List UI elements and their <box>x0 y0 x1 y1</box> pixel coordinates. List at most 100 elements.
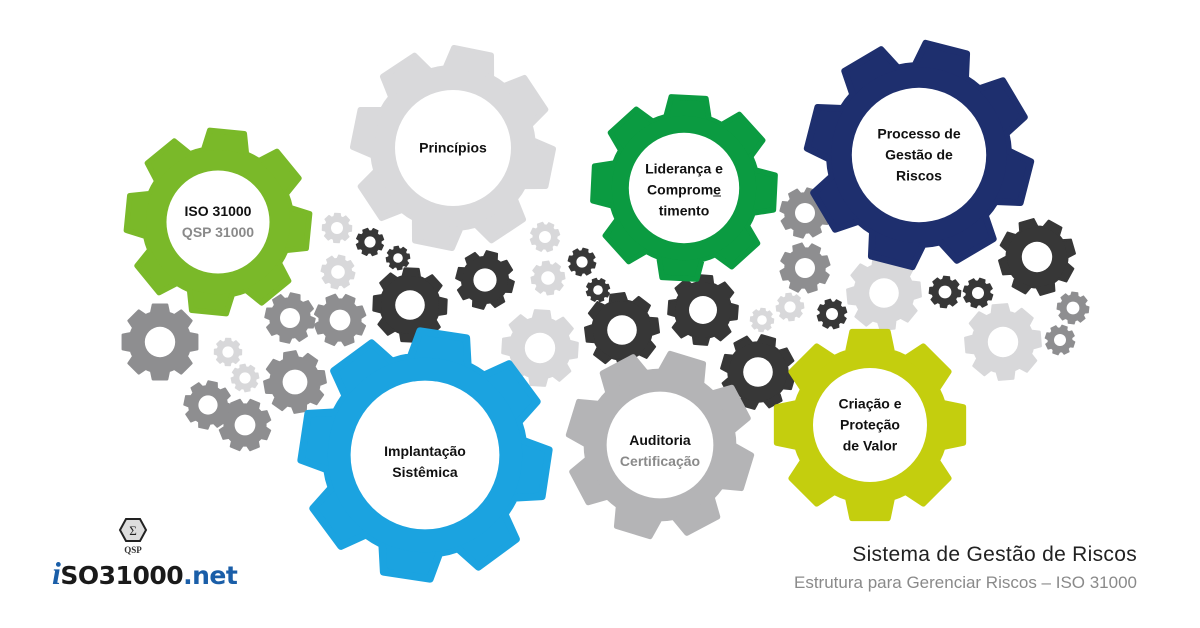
gear-criacao <box>773 328 967 522</box>
gear-label-processo: Processo de Gestão de Riscos <box>877 124 960 187</box>
footer-title: Sistema de Gestão de Riscos <box>852 543 1137 566</box>
gear-iso-31000 <box>123 127 313 317</box>
small-gear-icon <box>230 363 260 393</box>
small-gear-icon <box>263 350 327 414</box>
brand-net: .net <box>183 561 238 590</box>
gear-hole <box>393 253 403 263</box>
gear-label-iso: ISO 31000 QSP 31000 <box>182 201 254 243</box>
small-gear-icon <box>1056 291 1090 325</box>
iso31000-logo[interactable]: Σ QSP iSO31000.net <box>50 517 238 592</box>
gear-label-criacao: Criação e Proteção de Valor <box>838 394 901 457</box>
gear-hole <box>628 132 740 244</box>
small-gear-icon <box>816 298 848 330</box>
small-gear-icon <box>213 337 243 367</box>
small-gear-icon <box>355 227 385 257</box>
small-gear-icon <box>183 380 233 430</box>
gear-hole <box>606 391 714 499</box>
gear-hole <box>1054 334 1066 346</box>
gear-hole <box>938 285 952 299</box>
small-gear-icon <box>567 247 597 277</box>
gear-label-auditoria: Auditoria Certificação <box>620 430 700 472</box>
small-gear-icon <box>455 250 515 310</box>
small-gear-icon <box>320 254 356 290</box>
sigma-symbol: Σ <box>129 523 137 538</box>
gear-hole <box>607 315 637 345</box>
gear-hole <box>795 258 815 278</box>
gear-hole <box>144 326 176 358</box>
gear-hole <box>1021 241 1053 273</box>
brand-main: SO31000 <box>60 561 184 590</box>
small-gear-icon <box>121 303 199 381</box>
gear-label-principios: Princípios <box>419 138 487 159</box>
small-gear-icon <box>529 221 561 253</box>
gear-hole <box>576 256 588 268</box>
gear-hole <box>395 90 511 206</box>
gear-hole <box>784 301 796 313</box>
qsp-emblem: Σ QSP <box>118 517 148 555</box>
small-gear-icon <box>501 309 579 387</box>
gear-hole <box>826 308 838 320</box>
processo-line3: Riscos <box>896 167 942 184</box>
small-gear-icon <box>585 277 611 303</box>
small-gear-icon <box>775 292 805 322</box>
gear-hole <box>331 222 343 234</box>
gear-label-implantacao: Implantação Sistêmica <box>384 441 466 483</box>
gear-lideranca <box>590 94 778 282</box>
gear-hole <box>795 203 815 223</box>
implantacao-line1: Implantação <box>384 443 466 459</box>
gear-hole <box>329 309 351 331</box>
iso-title: ISO 31000 <box>184 203 252 219</box>
small-gear-icon <box>530 260 566 296</box>
gear-hole <box>1066 301 1080 315</box>
criacao-line3: de Valor <box>842 437 898 454</box>
gear-hole <box>972 287 984 299</box>
small-gear-icon <box>583 291 661 369</box>
small-gear-icon <box>385 245 411 271</box>
gear-hole <box>350 380 500 530</box>
gear-hole <box>851 87 987 223</box>
footer-subtitle: Estrutura para Gerenciar Riscos – ISO 31… <box>794 573 1137 592</box>
gear-hole <box>869 278 899 308</box>
qsp-text: QSP <box>124 545 142 555</box>
implantacao-line2: Sistêmica <box>392 464 458 480</box>
lideranca-line2a: Comprom <box>647 181 714 198</box>
small-gear-icon <box>667 274 739 346</box>
small-gear-icon <box>779 242 831 294</box>
gear-processo <box>803 39 1035 271</box>
hexagon-sigma-icon: Σ <box>118 518 148 542</box>
gear-hole <box>166 170 270 274</box>
gear-hole <box>987 326 1019 358</box>
qsp-subtitle: QSP 31000 <box>181 224 255 240</box>
small-gear-icon <box>962 277 994 309</box>
criacao-line1: Criação e <box>838 395 902 412</box>
auditoria-title: Auditoria <box>629 432 691 448</box>
gear-hole <box>757 315 767 325</box>
certificacao-subtitle: Certificação <box>619 453 701 469</box>
gear-hole <box>593 285 603 295</box>
small-gear-icon <box>749 307 775 333</box>
gear-hole <box>364 236 376 248</box>
processo-line2: Gestão de <box>885 146 953 163</box>
small-gear-icon <box>321 212 353 244</box>
small-gear-icon <box>720 334 796 410</box>
lideranca-line3: timento <box>658 202 710 219</box>
small-gear-icon <box>313 293 367 347</box>
gear-hole <box>239 372 251 384</box>
gear-hole <box>395 290 425 320</box>
gear-principios <box>350 45 556 251</box>
gear-hole <box>282 369 308 395</box>
processo-line1: Processo de <box>877 125 961 142</box>
gear-implantacao <box>297 327 553 583</box>
criacao-line2: Proteção <box>840 416 900 433</box>
gear-auditoria <box>565 350 755 540</box>
small-gear-icon <box>846 255 922 331</box>
small-gear-icon <box>218 398 272 452</box>
gear-hole <box>524 332 556 364</box>
gear-hole <box>234 414 256 436</box>
small-gear-icon <box>998 218 1076 296</box>
lideranca-line2: Comprome <box>645 180 723 201</box>
gear-hole <box>743 357 773 387</box>
lideranca-line1: Liderança e <box>645 160 723 177</box>
